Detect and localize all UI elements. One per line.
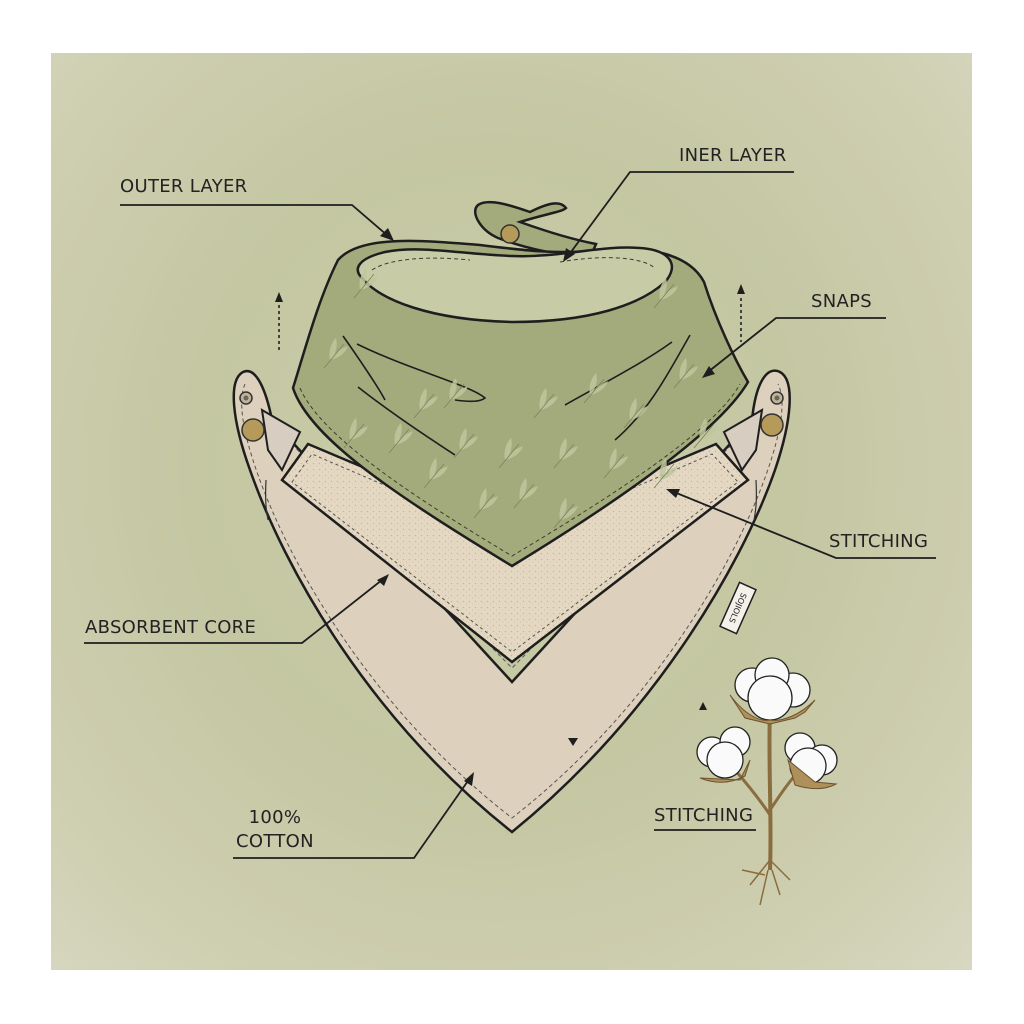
cotton-label-line2: COTTON (236, 831, 314, 852)
outer-layer-label: OUTER LAYER (120, 176, 248, 197)
cotton-label-line1: 100% (248, 807, 302, 828)
outer-layer-bandana (291, 200, 750, 568)
stitching-top-label: STITCHING (829, 531, 929, 552)
inner-layer-label: INER LAYER (679, 145, 787, 166)
absorbent-core-label: ABSORBENT CORE (85, 617, 257, 638)
snaps-label: SNAPS (811, 291, 872, 312)
cotton-plant-icon (696, 657, 838, 906)
cotton-label: 100% COTTON (236, 806, 314, 854)
fabric-tag: SOJIOLS (719, 581, 757, 635)
cotton-backing-layer (232, 369, 791, 834)
stitching-bottom-label: STITCHING (654, 805, 754, 826)
